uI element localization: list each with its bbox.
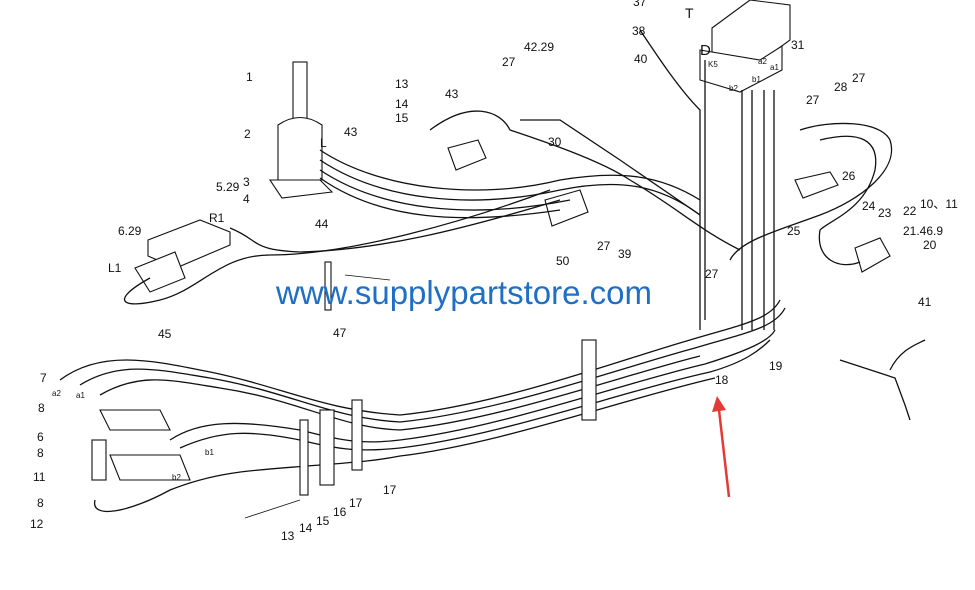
valve-43 xyxy=(447,139,487,171)
port-label: a1 xyxy=(76,391,85,400)
hose-clamp-17b xyxy=(351,399,363,471)
callout: 16 xyxy=(333,505,347,519)
callout: 42.29 xyxy=(524,40,554,54)
callout: 39 xyxy=(618,247,632,261)
mount-block-b xyxy=(109,454,191,481)
callout: 12 xyxy=(30,517,44,531)
mount-block-a xyxy=(99,409,171,431)
callout: 27 xyxy=(502,55,516,69)
callout: 6 xyxy=(37,430,44,444)
callout: 47 xyxy=(333,326,347,340)
callout: 30 xyxy=(548,135,562,149)
callout: 14 xyxy=(395,97,409,111)
port-label: b2 xyxy=(172,473,181,482)
bolt-47 xyxy=(344,274,391,281)
callout: 2 xyxy=(244,127,251,141)
watermark-text: www.supplypartstore.com xyxy=(276,274,652,311)
callout: 13 xyxy=(395,77,409,91)
callout: 44 xyxy=(315,217,329,231)
bolt-13 xyxy=(244,499,301,519)
fitting-11 xyxy=(91,439,107,481)
control-valve-31 xyxy=(699,0,791,93)
hose-clamp-18 xyxy=(581,339,597,421)
port-label: b1 xyxy=(752,75,761,84)
callout: 7 xyxy=(40,371,47,385)
callout: 8 xyxy=(37,496,44,510)
callout: 15 xyxy=(395,111,409,125)
callout: 17 xyxy=(383,483,397,497)
callout: 27 xyxy=(597,239,611,253)
callout: 24 xyxy=(862,199,876,213)
callout: 43 xyxy=(344,125,358,139)
callout: 13 xyxy=(281,529,295,543)
callout: 18 xyxy=(715,373,729,387)
valve-block-26 xyxy=(794,171,839,199)
port-label: b2 xyxy=(729,84,738,93)
callout: 37 xyxy=(633,0,647,9)
callout: 27 xyxy=(852,71,866,85)
port-label: K5 xyxy=(708,60,718,69)
callout: 8 xyxy=(38,401,45,415)
callout-labels: 37 T 38 40 D K5 a2 a1 b1 b2 31 42.29 27 … xyxy=(30,0,958,543)
bracket-47 xyxy=(324,261,332,311)
red-arrow xyxy=(712,396,731,498)
callout: 26 xyxy=(842,169,856,183)
callout: 1 xyxy=(246,70,253,84)
callout: 27 xyxy=(806,93,820,107)
port-label: b1 xyxy=(205,448,214,457)
callout: 19 xyxy=(769,359,783,373)
callout: 6.29 xyxy=(118,224,142,238)
callout: 4 xyxy=(243,192,250,206)
port-label: D xyxy=(700,42,711,59)
callout: 22 xyxy=(903,204,917,218)
callout: 10、11 xyxy=(920,197,958,211)
callout: 21.46.9 xyxy=(903,224,943,238)
callout: 3 xyxy=(243,175,250,189)
callout: 14 xyxy=(299,521,313,535)
callout: 40 xyxy=(634,52,648,66)
callout: 11 xyxy=(33,470,46,484)
callout: 23 xyxy=(878,206,892,220)
callout: 45 xyxy=(158,327,172,341)
port-label: L1 xyxy=(108,261,122,275)
bracket-16 xyxy=(299,419,309,496)
callout: 15 xyxy=(316,514,330,528)
callout: 38 xyxy=(632,24,646,38)
callout: 43 xyxy=(445,87,459,101)
callout: 50 xyxy=(556,254,570,268)
callout: 25 xyxy=(787,224,801,238)
port-label: L xyxy=(320,136,327,150)
valve-block-21 xyxy=(854,237,891,273)
pilot-control-valve xyxy=(268,61,334,199)
port-label: T xyxy=(685,5,694,21)
callout: 17 xyxy=(349,496,363,510)
callout: 41 xyxy=(918,295,932,309)
port-label: R1 xyxy=(209,211,225,225)
port-label: a1 xyxy=(770,63,779,72)
callout: 5.29 xyxy=(216,180,240,194)
callout: 20 xyxy=(923,238,937,252)
callout: 31 xyxy=(791,38,805,52)
callout: 8 xyxy=(37,446,44,460)
callout: 27 xyxy=(705,267,719,281)
port-label: a2 xyxy=(758,57,767,66)
hose-bundle xyxy=(59,29,926,513)
hose-clamp-17 xyxy=(319,409,335,486)
valve-50 xyxy=(544,189,589,227)
left-valve-block xyxy=(134,219,231,293)
port-label: a2 xyxy=(52,389,61,398)
callout: 28 xyxy=(834,80,848,94)
